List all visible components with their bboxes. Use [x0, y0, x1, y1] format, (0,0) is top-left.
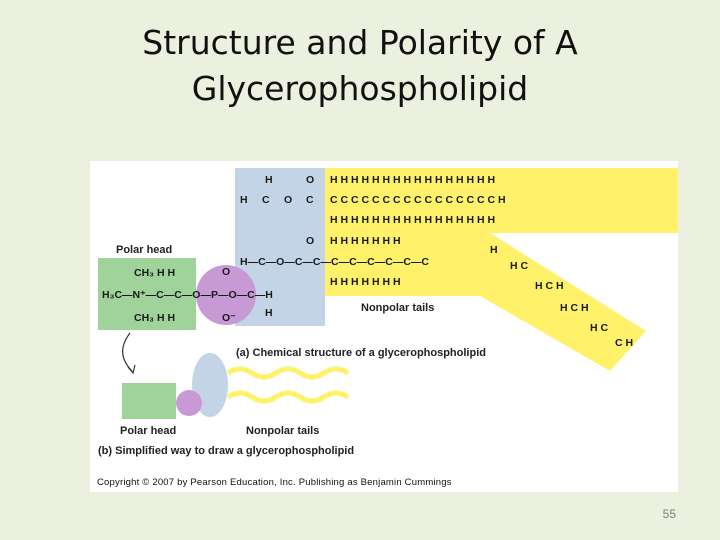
svg-text:C: C — [306, 194, 314, 206]
svg-text:O: O — [306, 174, 314, 186]
svg-text:H C H: H C H — [535, 280, 564, 292]
upper-chain-atoms: H O H C O C H H H H H H H H H H H H H H … — [240, 174, 506, 226]
svg-text:CH₃ H H: CH₃ H H — [134, 312, 175, 324]
glycerophospholipid-figure: H O H C O C H H H H H H H H H H H H H H … — [90, 161, 678, 492]
svg-text:H—C—O—C—C—C—C—C—C—C—C: H—C—O—C—C—C—C—C—C—C—C — [240, 256, 429, 268]
simplified-phosphate-ball — [176, 390, 202, 416]
simplified-head-rect — [122, 383, 176, 419]
svg-text:H: H — [490, 244, 498, 256]
simplified-tail-2 — [226, 390, 350, 404]
svg-text:H H H H H H H H H H: H H H H H H H H H H H H H H H H — [330, 214, 495, 226]
phosphate-circle — [196, 265, 256, 325]
svg-text:H H H H H H H: H H H H H H H — [330, 235, 401, 247]
svg-text:C: C — [262, 194, 270, 206]
svg-text:O: O — [306, 235, 314, 247]
lower-chain-atoms: O H H H H H H H H—C—O—C—C—C—C—C—C—C—C H … — [240, 235, 633, 349]
svg-text:CH₃ H H: CH₃ H H — [134, 267, 175, 279]
title-line-2: Glycerophospholipid — [191, 69, 529, 108]
svg-text:H₃C—N⁺—C—C—O—P—O—C—H: H₃C—N⁺—C—C—O—P—O—C—H — [102, 289, 273, 301]
svg-text:H: H — [265, 174, 273, 186]
svg-text:H: H — [240, 194, 248, 206]
svg-text:H H H H H H H: H H H H H H H — [330, 276, 401, 288]
head-group-atoms: CH₃ H H H₃C—N⁺—C—C—O—P—O—C—H CH₃ H H O O… — [102, 266, 273, 324]
caption-b: (b) Simplified way to draw a glycerophos… — [98, 445, 354, 457]
simplified-tail-1 — [226, 366, 350, 380]
svg-text:O: O — [284, 194, 292, 206]
svg-text:C H: C H — [615, 337, 633, 349]
figure-drawing: H O H C O C H H H H H H H H H H H H H H … — [98, 168, 678, 457]
slide-number: 55 — [662, 507, 676, 521]
tail-region — [322, 168, 678, 371]
caption-a: (a) Chemical structure of a glycerophosp… — [236, 347, 486, 359]
curved-arrow — [122, 332, 133, 372]
curved-arrow-head — [127, 364, 136, 375]
head-group-region — [98, 258, 196, 330]
svg-text:O⁻: O⁻ — [222, 312, 236, 324]
svg-text:H H H H H H H H H H: H H H H H H H H H H H H H H H H — [330, 174, 495, 186]
svg-text:C C C C C C C C C C: C C C C C C C C C C C C C C C C H — [330, 194, 506, 206]
svg-text:H C H: H C H — [560, 302, 589, 314]
nonpolar-tails-label-a: Nonpolar tails — [361, 302, 434, 314]
nonpolar-tails-label-b: Nonpolar tails — [246, 425, 319, 437]
svg-text:O: O — [222, 266, 230, 278]
copyright-notice: Copyright © 2007 by Pearson Education, I… — [97, 477, 452, 488]
slide-title: Structure and Polarity of A Glycerophosp… — [0, 20, 720, 112]
polar-head-label-a: Polar head — [116, 244, 172, 256]
svg-text:H C: H C — [510, 260, 529, 272]
svg-text:H C: H C — [590, 322, 609, 334]
svg-text:H: H — [265, 307, 273, 319]
title-line-1: Structure and Polarity of A — [142, 23, 578, 62]
polar-head-label-b: Polar head — [120, 425, 176, 437]
